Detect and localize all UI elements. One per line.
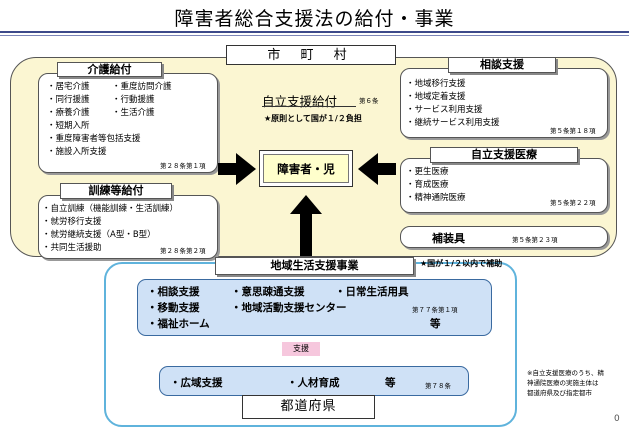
chiiki-item: ・相談支援 [147,286,200,298]
chiiki-note: ★国が１/２以内で補助 [420,259,503,268]
list-item: ・療養介護 [47,108,90,118]
chiiki-services-box [137,279,492,336]
hosougu-ref: 第５条第２３項 [512,236,558,244]
list-item: ・施設入所支援 [47,147,107,157]
iryou-title: 自立支援医療 [430,147,578,163]
soudan-list: ・地域移行支援 ・地域定着支援 ・サービス利用支援 ・継続サービス利用支援 [406,78,500,130]
list-item: ・重度障害者等包括支援 [47,134,141,144]
kaigo-list-col2: ・重度訪問介護 ・行動援護 ・生活介護 [112,81,172,120]
iryou-ref: 第５条第２２項 [550,199,596,207]
hosougu-title: 補装具 [432,232,465,245]
chiiki-item: ・地域活動支援センター [231,302,347,314]
list-item: ・居宅介護 [47,82,90,92]
list-item: ・短期入所 [47,121,90,131]
kaigo-ref: 第２８条第１項 [160,162,206,170]
soudan-ref: 第５条第１８項 [550,127,596,135]
jiritsu-ref: 第６条 [359,97,379,105]
arrow-right-icon [358,153,396,185]
chiiki-item: ・移動支援 [147,302,200,314]
page-number: 0 [614,414,620,424]
chiiki-title: 地域生活支援事業 [215,257,414,275]
kunren-title: 訓練等給付 [60,183,172,199]
jiritsu-underline [262,106,356,107]
chiiki-item: ・意思疎通支援 [231,286,305,298]
list-item: ・更生医療 [406,167,449,177]
iryou-group [400,158,608,213]
list-item: ・継続サービス利用支援 [406,118,500,128]
list-item: ・共同生活援助 [42,243,102,253]
soudan-title: 相談支援 [448,57,556,73]
hosougu-group [400,226,608,248]
arrow-left-icon [218,153,256,185]
title-rule-thin [0,35,629,36]
list-item: ・サービス利用支援 [406,105,483,115]
list-item: ・地域定着支援 [406,92,466,102]
jiritsu-label: 自立支援給付 [262,94,338,109]
kaigo-title: 介護給付 [57,62,162,77]
jiritsu-note: ★原則として国が１/２負担 [264,114,362,123]
list-item: ・地域移行支援 [406,79,466,89]
list-item: ・自立訓練（機能訓練・生活訓練） [42,204,179,214]
list-item: ・重度訪問介護 [112,82,172,92]
footnote-line: ※自立支援医療のうち、精 [527,369,604,377]
list-item: ・精神通院医療 [406,193,466,203]
pref-ref: 第７８条 [425,382,451,390]
pref-item: ・広域支援 [170,377,223,389]
municipality-label: 市 町 村 [226,45,396,65]
target-label: 障害者・児 [263,154,349,183]
iryou-list: ・更生医療 ・育成医療 ・精神通院医療 [406,166,466,205]
kunren-ref: 第２８条第２項 [160,247,206,255]
kunren-list: ・自立訓練（機能訓練・生活訓練） ・就労移行支援 ・就労継続支援（A型・B型） … [42,203,178,255]
chiiki-item: ・日常生活用具 [335,286,409,298]
soudan-group [400,68,608,138]
chiiki-ref: 第７７条第１項 [412,306,458,314]
kunren-group [38,195,218,259]
pref-item: ・人材育成 [287,377,340,389]
chiiki-item: ・福祉ホーム [147,318,210,330]
list-item: ・行動援護 [112,95,155,105]
title-rule [0,31,629,33]
list-item: ・生活介護 [112,108,155,118]
kaigo-list-col1: ・居宅介護 ・同行援護 ・療養介護 ・短期入所 ・重度障害者等包括支援 ・施設入… [47,81,141,159]
footnote: ※自立支援医療のうち、精 神通院医療の実施主体は 都道府県及び指定都市 [527,368,604,398]
arrow-up-icon [290,195,322,256]
prefecture-label: 都道府県 [242,395,375,419]
list-item: ・就労継続支援（A型・B型） [42,230,156,240]
footnote-line: 神通院医療の実施主体は [527,379,599,387]
footnote-line: 都道府県及び指定都市 [527,389,592,397]
pref-etc: 等 [385,377,396,389]
chiiki-etc: 等 [430,318,441,330]
shien-label: 支援 [282,342,320,356]
page-title: 障害者総合支援法の給付・事業 [174,8,455,30]
list-item: ・同行援護 [47,95,90,105]
target-box: 障害者・児 [259,150,353,187]
list-item: ・就労移行支援 [42,217,102,227]
list-item: ・育成医療 [406,180,449,190]
kaigo-group [38,73,218,173]
